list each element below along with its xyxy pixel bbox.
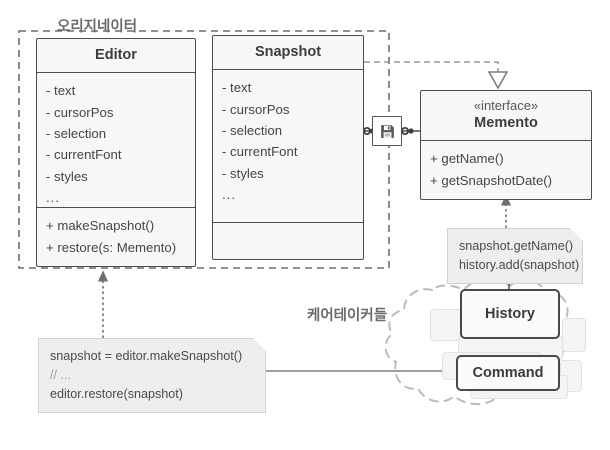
note-line: snapshot.getName() (459, 239, 574, 253)
operation-row: + getSnapshotDate() (430, 172, 553, 188)
attribute-row: - styles (46, 168, 88, 184)
attribute-row: - cursorPos (46, 104, 114, 120)
attribute-row: - cursorPos (222, 101, 290, 117)
originator-group-label: 오리지네이터 (57, 19, 138, 35)
note-line: editor.restore(snapshot) (50, 387, 184, 402)
attribute-row: - currentFont (46, 147, 122, 163)
realization-triangle-head (487, 71, 509, 90)
attribute-row: - selection (46, 125, 107, 141)
operation-row: + makeSnapshot() (46, 218, 155, 234)
note-snapshot-usage: snapshot.getName() history.add(snapshot) (447, 228, 583, 285)
attribute-row: - text (222, 80, 252, 96)
caretakers-group-label: 케어테이커들 (307, 308, 388, 324)
operation-row: + getName() (430, 151, 504, 167)
note-line: history.add(snapshot) (459, 258, 580, 273)
class-editor[interactable]: Editor - text - cursorPos - selection - … (36, 38, 196, 267)
class-history-label: History (485, 306, 535, 322)
attribute-row: - styles (222, 165, 264, 181)
class-memento-operations: + getName() + getSnapshotDate() (421, 141, 591, 199)
attribute-row: - selection (222, 122, 283, 138)
attribute-row-ellipsis: ... (222, 187, 236, 202)
save-floppy-icon (380, 124, 394, 138)
class-command[interactable]: Command (456, 355, 560, 391)
class-history[interactable]: History (460, 289, 560, 339)
class-editor-operations: + makeSnapshot() + restore(s: Memento) (37, 207, 195, 266)
class-snapshot[interactable]: Snapshot - text - cursorPos - selection … (212, 35, 364, 261)
class-command-label: Command (472, 365, 544, 381)
class-memento-title: «interface» Memento (421, 91, 591, 142)
realization-line-snapshot-memento (364, 61, 499, 72)
note-fold-corner (570, 228, 583, 241)
class-memento-stereotype: «interface» (473, 98, 539, 113)
class-memento-interface[interactable]: «interface» Memento + getName() + getSna… (420, 90, 592, 201)
class-snapshot-title: Snapshot (213, 36, 363, 71)
class-snapshot-attributes: - text - cursorPos - selection - current… (213, 70, 363, 222)
ball-dot-right (408, 128, 414, 134)
save-floppy-icon-box[interactable] (372, 116, 402, 146)
note-editor-usage: snapshot = editor.makeSnapshot() // ... … (38, 338, 266, 414)
operation-row: + restore(s: Memento) (46, 239, 177, 255)
note-line: snapshot = editor.makeSnapshot() (50, 349, 243, 363)
class-memento-name: Memento (474, 115, 538, 132)
note-fold-corner (253, 338, 266, 351)
history-stack-card-right (562, 318, 586, 352)
class-editor-attributes: - text - cursorPos - selection - current… (37, 73, 195, 207)
attribute-row: - text (46, 83, 76, 99)
class-editor-title: Editor (37, 39, 195, 74)
note-line-comment: // ... (50, 368, 71, 383)
attribute-row-ellipsis: ... (46, 190, 60, 205)
class-snapshot-operations (213, 222, 363, 259)
originator-group-boundary (18, 30, 390, 269)
attribute-row: - currentFont (222, 144, 298, 160)
